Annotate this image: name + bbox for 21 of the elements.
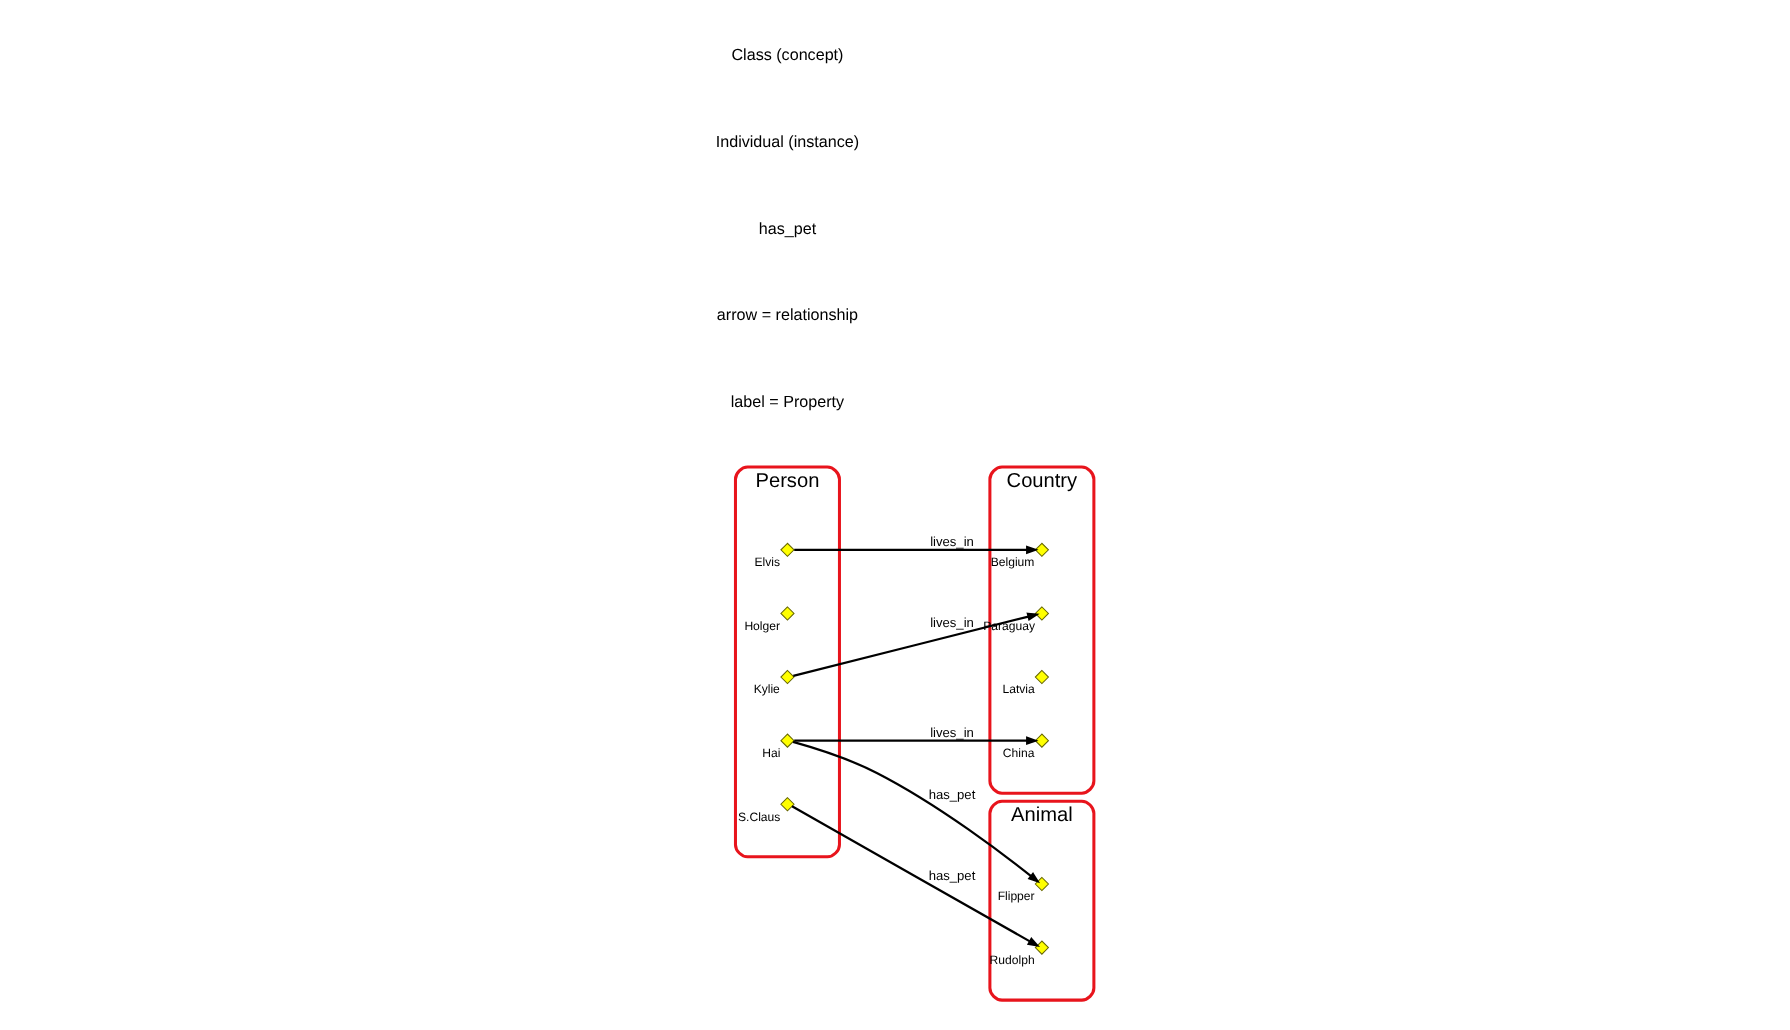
legend-label: Individual (instance): [714, 132, 859, 151]
node-diamond: [779, 669, 794, 685]
arrow: [792, 612, 1039, 677]
legend-label: Class (concept): [730, 45, 843, 64]
node-diamond: [779, 606, 794, 621]
node-diamond: [1033, 733, 1049, 748]
node-diamond: [779, 542, 794, 558]
node-diamond: [1033, 940, 1049, 955]
node-diamond: [1033, 669, 1049, 685]
node-diamond: [1033, 606, 1049, 621]
label: has_pet: [757, 219, 816, 238]
node-diamond: [1033, 542, 1049, 558]
arrow: [793, 545, 1038, 555]
arrow: [793, 736, 1038, 746]
label: label = Property: [729, 393, 844, 412]
arrow: [790, 805, 1039, 948]
node-diamond: [779, 796, 794, 812]
arrow: [791, 740, 1040, 884]
label: arrow = relationship: [715, 306, 858, 325]
node-diamond: [1033, 876, 1049, 892]
node-diamond: [779, 733, 794, 748]
